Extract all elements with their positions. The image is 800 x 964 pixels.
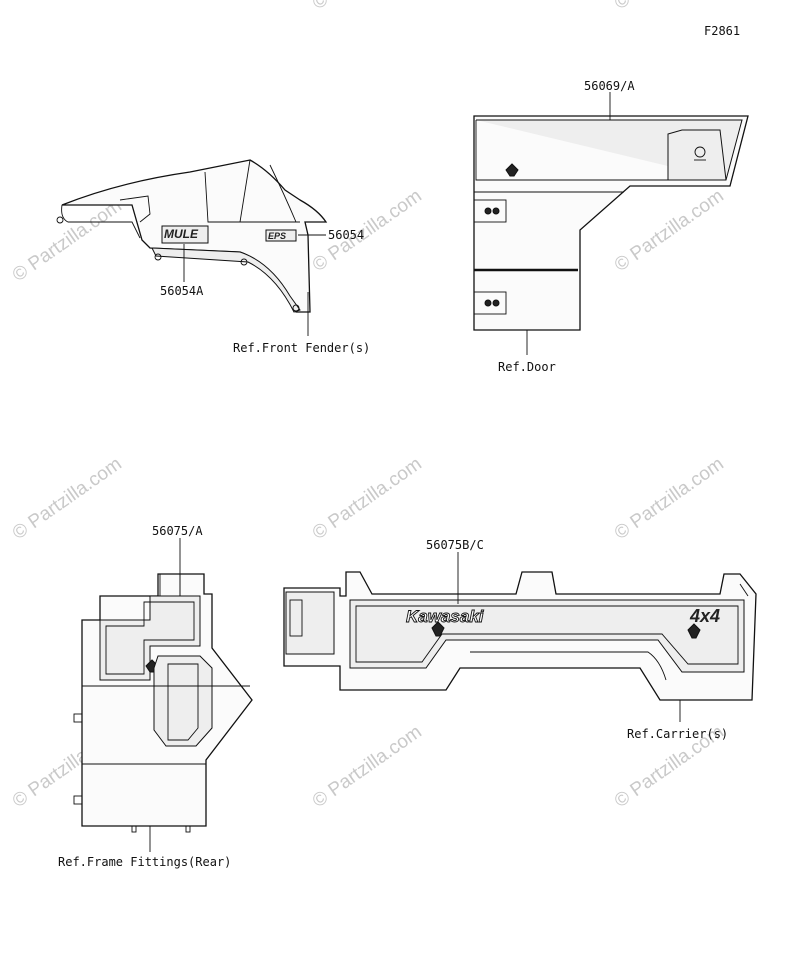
mount-tab bbox=[131, 825, 137, 833]
fender-bracket bbox=[61, 204, 141, 239]
kawasaki-emblem-icon bbox=[687, 623, 701, 639]
door-assembly: 56069/A Ref.Door bbox=[473, 79, 749, 374]
figure-code: F2861 bbox=[704, 24, 740, 38]
rear-frame-cutout bbox=[153, 655, 213, 747]
mule-decal-plate bbox=[161, 225, 209, 244]
eps-decal-text: EPS bbox=[268, 231, 286, 241]
mount-hole bbox=[292, 304, 300, 312]
callout-56054a[interactable]: 56054A bbox=[160, 284, 204, 298]
lock-icon bbox=[694, 146, 706, 158]
callout-56069a[interactable]: 56069/A bbox=[584, 79, 635, 93]
kawasaki-decal-text: Kawasaki bbox=[406, 607, 485, 626]
ref-carrier: Ref.Carrier(s) bbox=[627, 727, 728, 741]
door-decal-56069[interactable] bbox=[476, 119, 743, 181]
hinge-bolt bbox=[484, 299, 492, 307]
door-decal-border bbox=[475, 120, 668, 181]
fender-crease bbox=[269, 164, 297, 223]
watermark: © Partzilla.com bbox=[309, 0, 426, 14]
fender-crease bbox=[204, 171, 300, 223]
mount-hole bbox=[240, 258, 248, 266]
watermark: © Partzilla.com bbox=[9, 453, 126, 544]
watermark: © Partzilla.com bbox=[309, 721, 426, 812]
mount-tab bbox=[185, 825, 191, 833]
carrier-decal-56075bc[interactable] bbox=[349, 599, 745, 673]
decal-inner-border bbox=[105, 601, 195, 675]
fender-bracket bbox=[119, 195, 151, 223]
callout-56054[interactable]: 56054 bbox=[328, 228, 364, 242]
ref-front-fender: Ref.Front Fender(s) bbox=[233, 341, 370, 355]
cutout-inner bbox=[167, 663, 199, 741]
front-fender-assembly: MULE EPS 56054 56054A Ref.Front Fender(s… bbox=[56, 159, 370, 355]
door-hinge-upper bbox=[473, 199, 507, 223]
mount-tab bbox=[73, 713, 83, 723]
callout-56075a[interactable]: 56075/A bbox=[152, 524, 203, 538]
hinge-bolt bbox=[492, 207, 500, 215]
mount-hole bbox=[56, 216, 64, 224]
mule-decal[interactable]: MULE bbox=[161, 225, 209, 244]
watermark: © Partzilla.com bbox=[9, 195, 126, 286]
frame-fittings-assembly: 56075/A Ref.Frame Fittings(Rear) bbox=[58, 524, 253, 869]
watermark: © Partzilla.com bbox=[309, 185, 426, 276]
fender-crease bbox=[239, 159, 251, 223]
kawasaki-emblem-icon bbox=[505, 163, 519, 177]
door-hinge-lower bbox=[473, 291, 507, 315]
decal-inner-border bbox=[355, 605, 739, 665]
panel-crease bbox=[82, 685, 250, 765]
eps-decal[interactable]: EPS bbox=[265, 229, 297, 242]
tailgate-latch bbox=[289, 599, 303, 637]
watermark: © Partzilla.com bbox=[611, 0, 728, 14]
hinge-bolt bbox=[492, 299, 500, 307]
mount-tab bbox=[73, 795, 83, 805]
watermark: © Partzilla.com bbox=[611, 453, 728, 544]
mule-decal-text: MULE bbox=[164, 227, 199, 241]
carrier-tailgate bbox=[285, 591, 335, 655]
rear-frame-decal-56075a[interactable] bbox=[99, 595, 201, 681]
hinge-bolt bbox=[484, 207, 492, 215]
carrier-crease bbox=[470, 651, 667, 681]
eps-decal-plate bbox=[265, 229, 297, 242]
carrier-crease bbox=[739, 583, 749, 597]
carrier-assembly: Kawasaki 4x4 56075B/C Ref.Carrier(s) bbox=[283, 538, 757, 741]
watermark: © Partzilla.com bbox=[611, 185, 728, 276]
watermark: © Partzilla.com bbox=[309, 453, 426, 544]
ref-door: Ref.Door bbox=[498, 360, 556, 374]
mount-hole bbox=[154, 253, 162, 261]
callout-56075bc[interactable]: 56075B/C bbox=[426, 538, 484, 552]
ref-frame-fittings: Ref.Frame Fittings(Rear) bbox=[58, 855, 231, 869]
four-by-four-decal-text: 4x4 bbox=[689, 606, 720, 626]
kawasaki-emblem-icon bbox=[431, 621, 445, 637]
